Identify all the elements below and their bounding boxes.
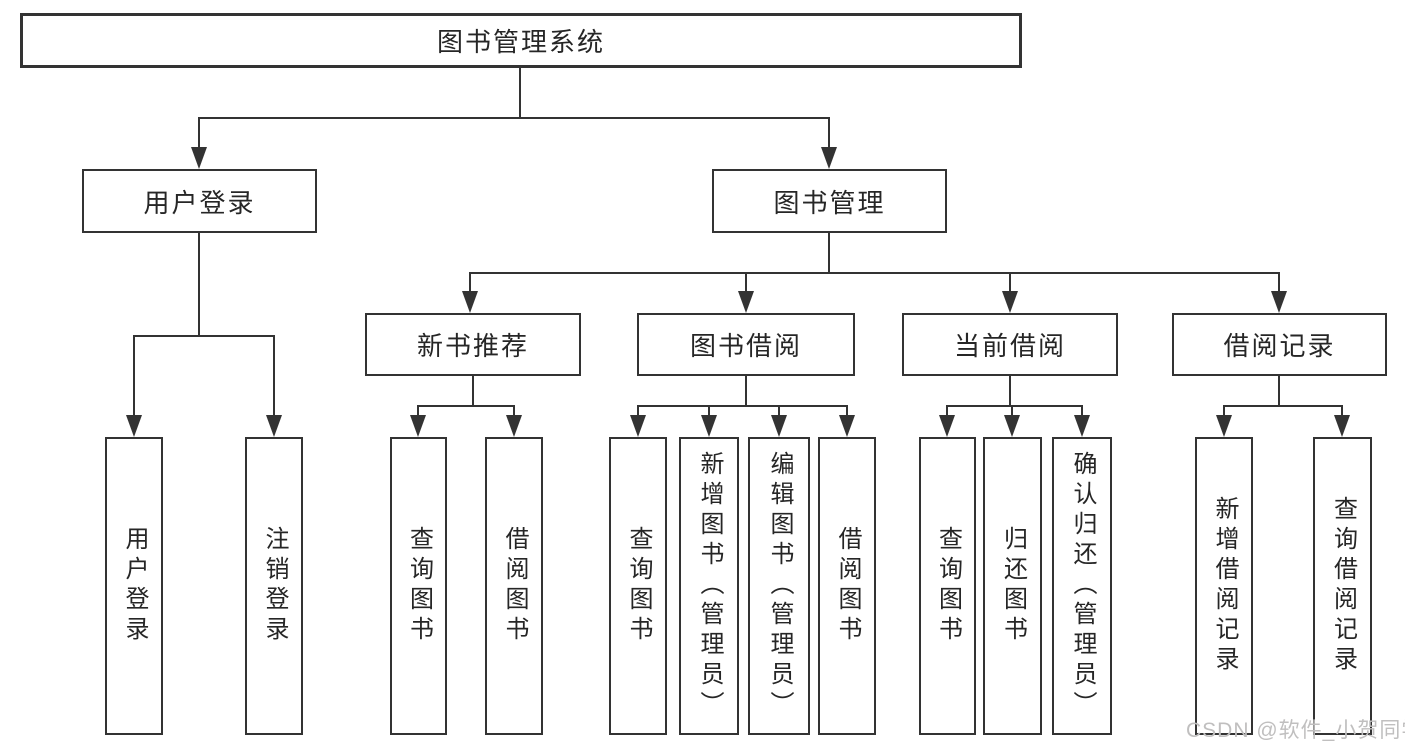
connector-line — [828, 117, 830, 151]
leaf-logout-login-label: 注销登录 — [261, 526, 288, 646]
node-current-borrow-label: 当前借阅 — [953, 331, 1066, 361]
leaf-borrow-books-recommend-label: 借阅图书 — [501, 526, 528, 646]
arrow-down-icon — [738, 291, 754, 313]
node-current-borrow: 当前借阅 — [902, 313, 1118, 376]
connector-line — [198, 233, 200, 337]
leaf-confirm-return-admin-label: 确认归还（管理员） — [1069, 451, 1096, 721]
node-new-book-recommend: 新书推荐 — [365, 313, 581, 376]
connector-line — [198, 117, 200, 151]
node-new-book-recommend-label: 新书推荐 — [416, 331, 529, 361]
arrow-down-icon — [266, 415, 282, 437]
leaf-borrow-book-label: 借阅图书 — [834, 526, 861, 646]
connector-line — [1223, 405, 1343, 407]
connector-line — [745, 272, 747, 296]
connector-line — [469, 272, 471, 296]
arrow-down-icon — [1004, 415, 1020, 437]
arrow-down-icon — [821, 147, 837, 169]
node-borrow-records: 借阅记录 — [1172, 313, 1387, 376]
arrow-down-icon — [462, 291, 478, 313]
leaf-edit-book-admin-label: 编辑图书（管理员） — [766, 451, 793, 721]
arrow-down-icon — [1074, 415, 1090, 437]
node-book-borrow: 图书借阅 — [637, 313, 855, 376]
leaf-return-book: 归还图书 — [983, 437, 1042, 735]
leaf-query-books-borrow-label: 查询图书 — [625, 526, 652, 646]
leaf-add-book-admin: 新增图书（管理员） — [679, 437, 739, 735]
connector-line — [1011, 405, 1013, 419]
node-book-management: 图书管理 — [712, 169, 947, 233]
arrow-down-icon — [1002, 291, 1018, 313]
connector-line — [946, 405, 1083, 407]
arrow-down-icon — [1216, 415, 1232, 437]
arrow-down-icon — [771, 415, 787, 437]
connector-line — [1223, 405, 1225, 419]
connector-line — [472, 376, 474, 407]
connector-line — [637, 405, 848, 407]
leaf-query-borrow-record-label: 查询借阅记录 — [1329, 496, 1357, 676]
leaf-edit-book-admin: 编辑图书（管理员） — [748, 437, 810, 735]
arrow-down-icon — [506, 415, 522, 437]
arrow-down-icon — [701, 415, 717, 437]
connector-line — [469, 272, 1280, 274]
leaf-borrow-books-recommend: 借阅图书 — [485, 437, 543, 735]
leaf-query-books-recommend-label: 查询图书 — [405, 526, 433, 646]
leaf-add-book-admin-label: 新增图书（管理员） — [696, 451, 723, 721]
arrow-down-icon — [1271, 291, 1287, 313]
connector-line — [273, 335, 275, 419]
connector-line — [745, 376, 747, 407]
connector-line — [828, 233, 830, 274]
connector-line — [778, 405, 780, 419]
leaf-user-login-label: 用户登录 — [121, 526, 148, 646]
node-book-management-label: 图书管理 — [773, 187, 886, 218]
leaf-user-login: 用户登录 — [105, 437, 163, 735]
connector-line — [846, 405, 848, 419]
connector-line — [708, 405, 710, 419]
connector-line — [513, 405, 515, 419]
node-user-login-label: 用户登录 — [143, 187, 256, 218]
leaf-confirm-return-admin: 确认归还（管理员） — [1052, 437, 1112, 735]
arrow-down-icon — [126, 415, 142, 437]
leaf-logout-login: 注销登录 — [245, 437, 303, 735]
connector-line — [1341, 405, 1343, 419]
leaf-return-book-label: 归还图书 — [999, 526, 1027, 646]
node-root: 图书管理系统 — [20, 13, 1022, 68]
connector-line — [1278, 272, 1280, 296]
connector-line — [519, 66, 521, 118]
connector-line — [133, 335, 135, 419]
leaf-add-borrow-record-label: 新增借阅记录 — [1211, 496, 1238, 676]
connector-line — [417, 405, 419, 419]
arrow-down-icon — [410, 415, 426, 437]
connector-line — [1278, 376, 1280, 407]
connector-line — [637, 405, 639, 419]
connector-line — [417, 405, 515, 407]
connector-line — [133, 335, 275, 337]
arrow-down-icon — [191, 147, 207, 169]
connector-line — [1009, 272, 1011, 296]
node-root-label: 图书管理系统 — [436, 27, 605, 57]
connector-line — [946, 405, 948, 419]
arrow-down-icon — [630, 415, 646, 437]
leaf-add-borrow-record: 新增借阅记录 — [1195, 437, 1253, 735]
leaf-query-books-borrow: 查询图书 — [609, 437, 667, 735]
csdn-watermark: CSDN @软件_小贺同学 — [1186, 719, 1405, 742]
node-borrow-records-label: 借阅记录 — [1223, 331, 1336, 361]
node-user-login: 用户登录 — [82, 169, 317, 233]
connector-line — [1081, 405, 1083, 419]
leaf-query-borrow-record: 查询借阅记录 — [1313, 437, 1372, 735]
arrow-down-icon — [1334, 415, 1350, 437]
leaf-query-books-recommend: 查询图书 — [390, 437, 447, 735]
leaf-query-books-current: 查询图书 — [919, 437, 976, 735]
leaf-query-books-current-label: 查询图书 — [934, 526, 962, 646]
connector-line — [198, 117, 830, 119]
node-book-borrow-label: 图书借阅 — [689, 331, 802, 361]
arrow-down-icon — [839, 415, 855, 437]
connector-line — [1009, 376, 1011, 407]
arrow-down-icon — [939, 415, 955, 437]
leaf-borrow-book: 借阅图书 — [818, 437, 876, 735]
